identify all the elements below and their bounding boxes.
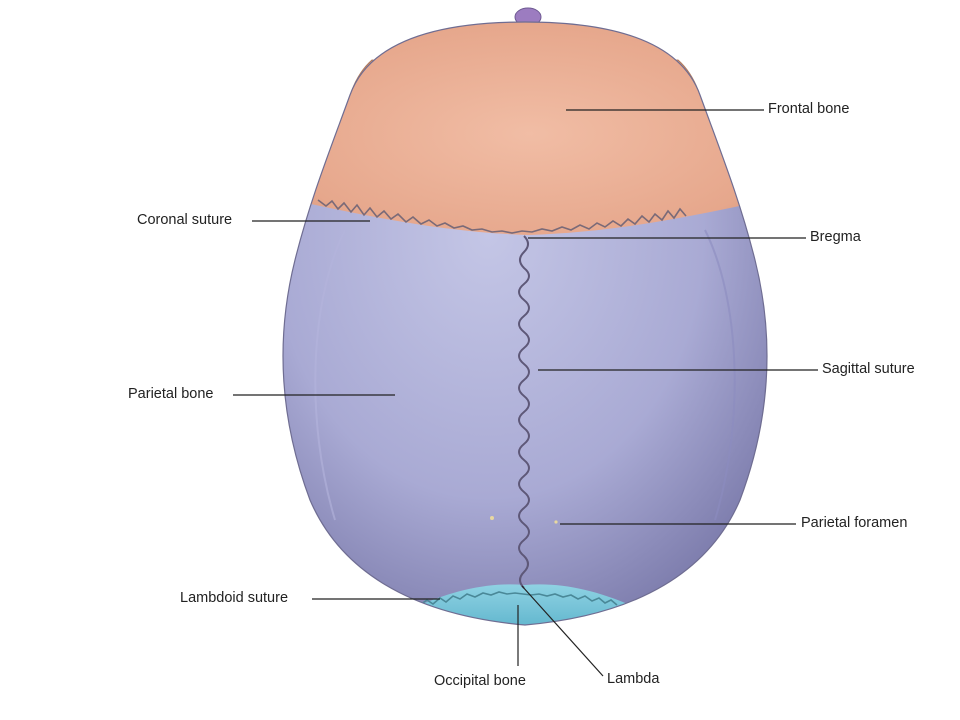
occipital-bone-label: Occipital bone [434, 673, 526, 689]
sagittal-suture-line [518, 235, 530, 589]
bregma-label: Bregma [810, 229, 861, 245]
lambdoid-suture-label: Lambdoid suture [180, 590, 289, 606]
sagittal-suture-label: Sagittal suture [822, 361, 915, 377]
parietal-foramen-right-dot [554, 520, 558, 524]
frontal-bone-region [283, 22, 767, 235]
parietal-foramen-label: Parietal foramen [801, 515, 908, 531]
coronal-suture-label: Coronal suture [137, 212, 233, 228]
frontal-bone-label: Frontal bone [768, 101, 850, 117]
coronal-suture-line [317, 199, 687, 234]
lambdoid-suture-line [419, 591, 618, 606]
skull-outline [282, 21, 768, 626]
parietal-bone-label: Parietal bone [128, 386, 214, 402]
lambda-label: Lambda [607, 671, 660, 687]
lambda-leader [521, 585, 604, 677]
parietal-foramen-left-dot [490, 516, 494, 520]
